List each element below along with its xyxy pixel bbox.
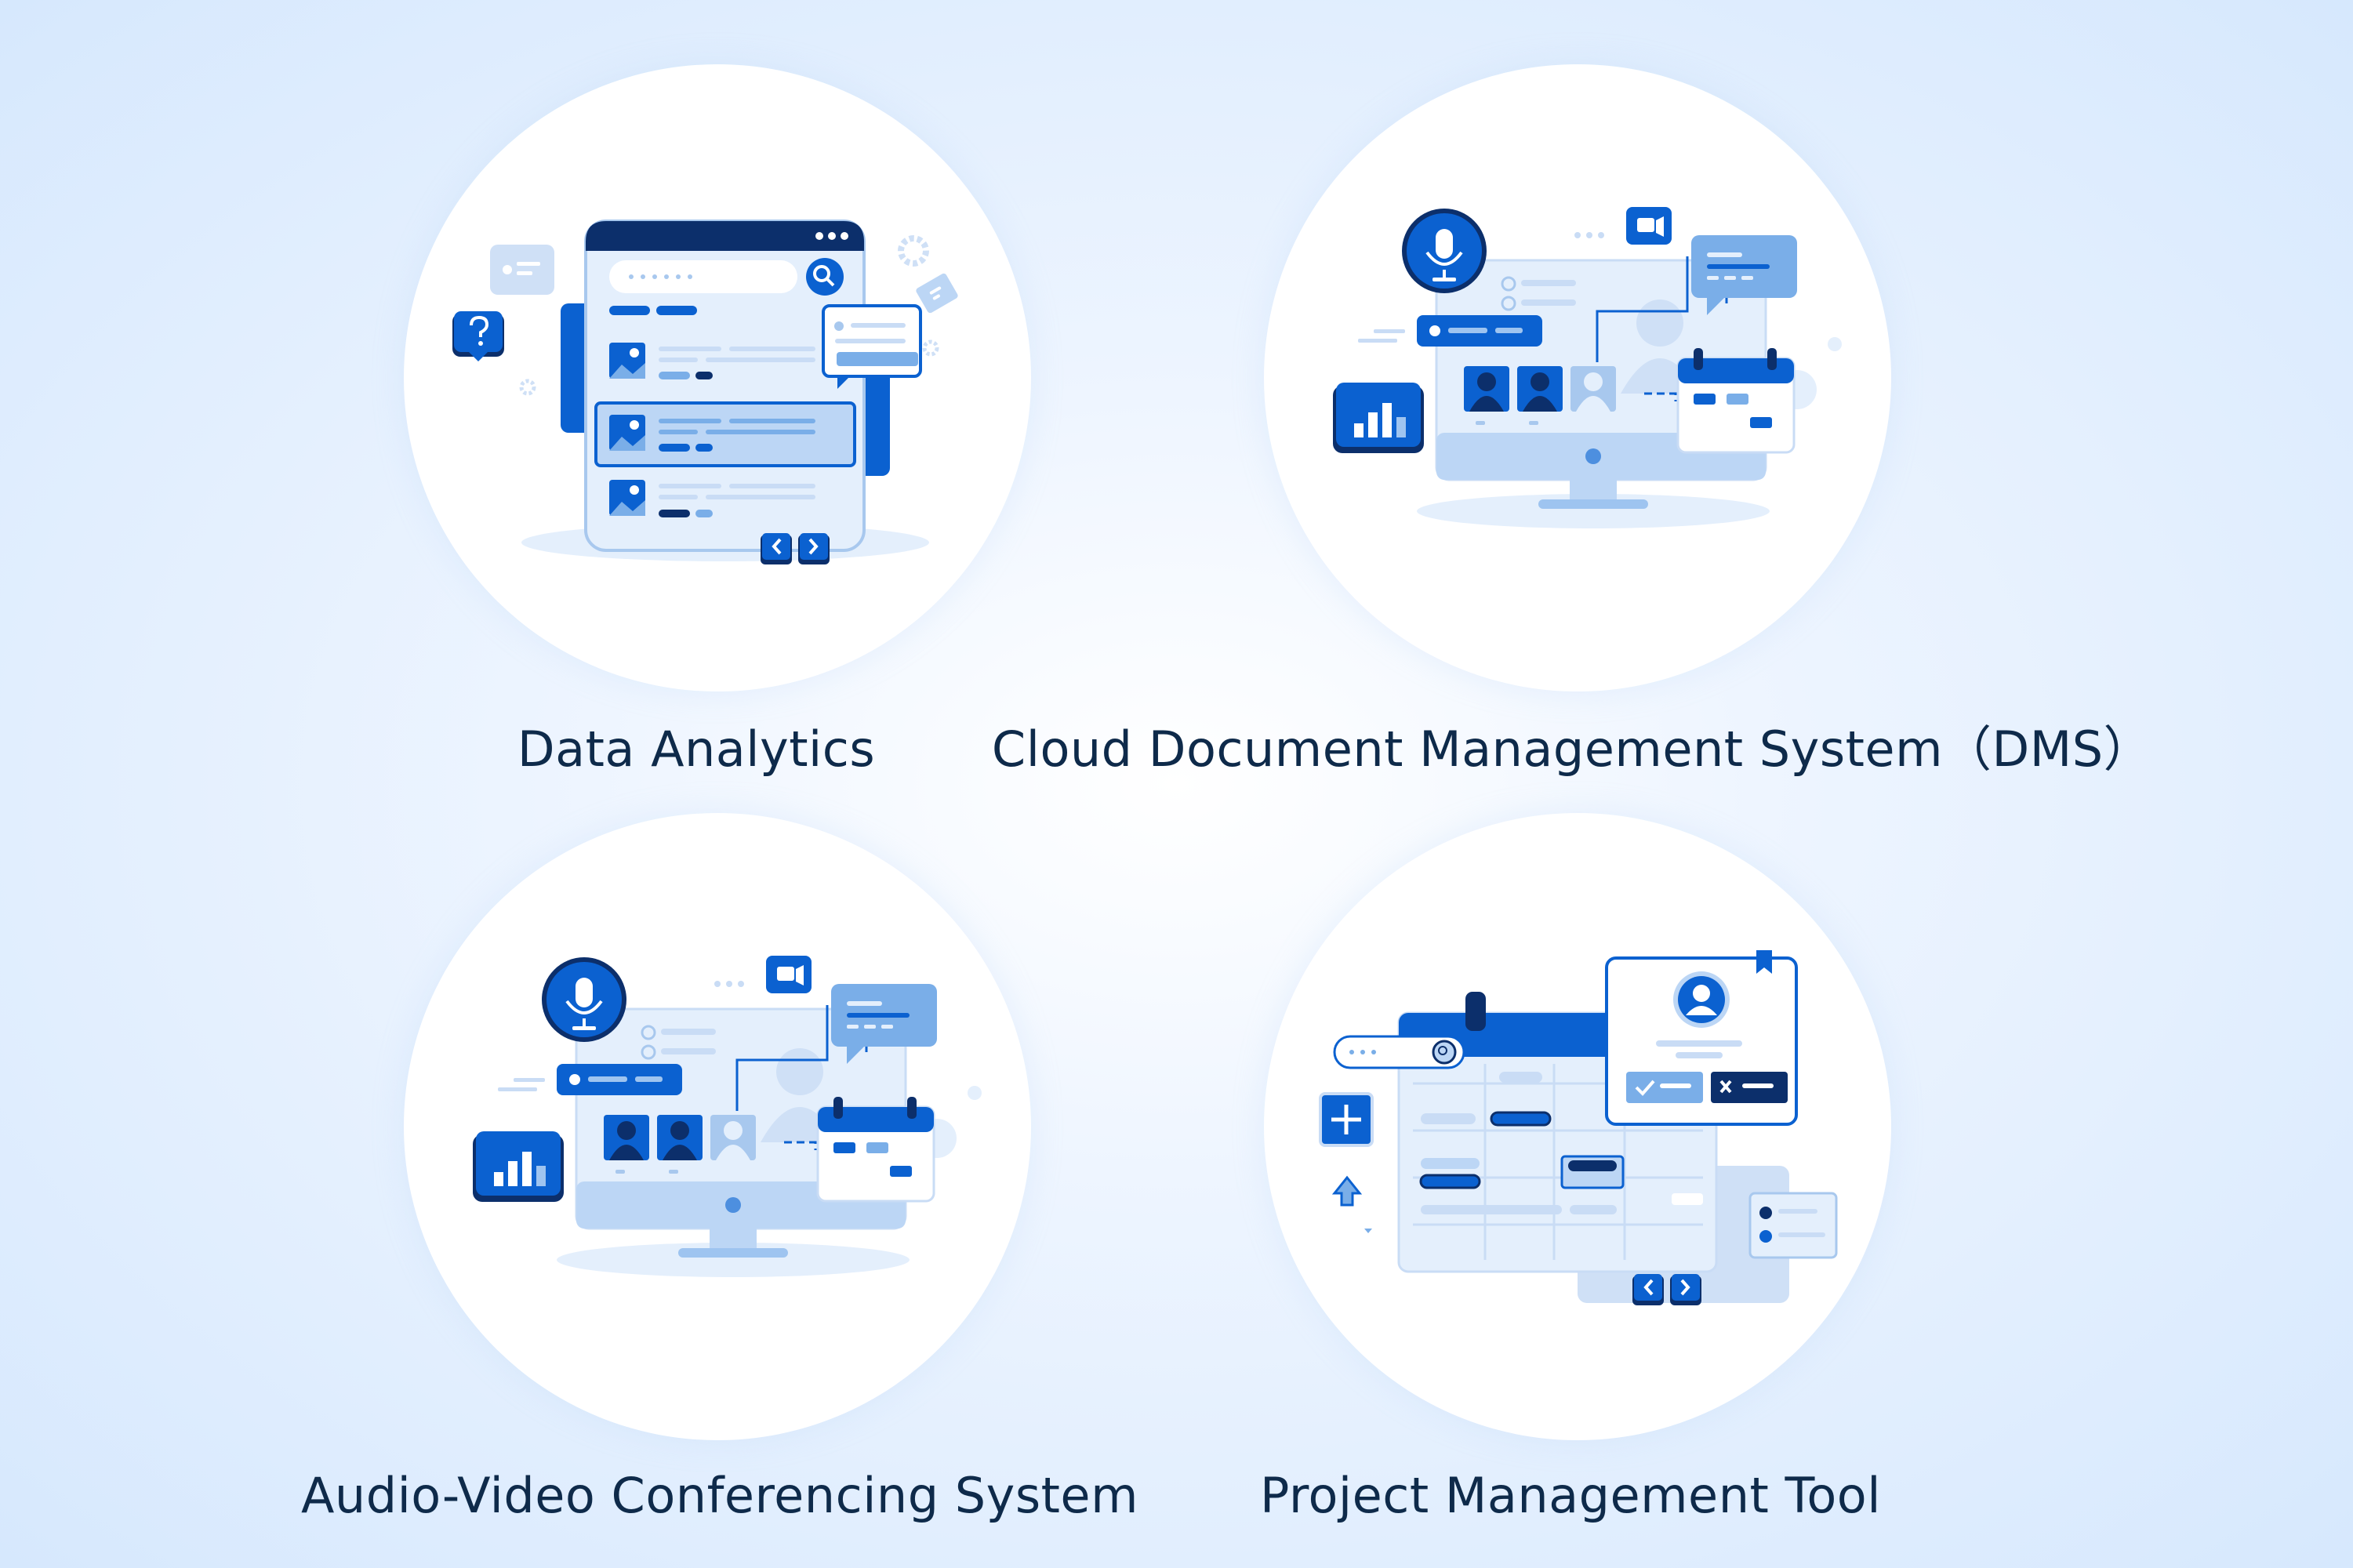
project-management-label: Project Management Tool [1260,1467,1881,1524]
video-conference-monitor-illustration [404,813,1031,1440]
data-analytics-label: Data Analytics [517,720,876,778]
cloud-dms-circle [1264,64,1891,691]
project-management-circle [1264,813,1891,1440]
av-conferencing-label: Audio-Video Conferencing System [301,1467,1138,1524]
av-conferencing-circle [404,813,1031,1440]
video-conference-monitor-illustration [1264,64,1891,691]
cloud-dms-label: Cloud Document Management System（DMS） [991,720,2153,778]
calendar-task-board-illustration [1264,813,1891,1440]
search-results-browser-illustration [404,64,1031,691]
data-analytics-circle [404,64,1031,691]
